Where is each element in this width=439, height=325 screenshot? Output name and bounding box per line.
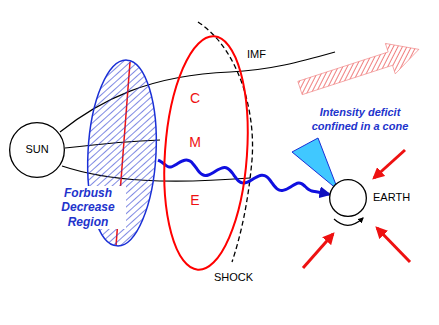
cosmic-ray-arrow: [377, 228, 410, 262]
earth-label: EARTH: [373, 191, 410, 204]
earth-circle: EARTH: [329, 179, 367, 217]
earth-circle-outline: [329, 179, 367, 217]
imf-label: IMF: [247, 48, 266, 62]
cme-ellipse-outline: [163, 34, 249, 272]
solar-wind-arrow: [295, 34, 424, 103]
cone-note: Intensity deficit confined in a cone: [300, 106, 420, 134]
rotation-arrow: [334, 218, 363, 225]
earth-circle: [330, 180, 367, 217]
sun-circle: SUN: [9, 122, 65, 178]
forbush-region: Forbush Decrease Region: [86, 58, 158, 248]
cme-letter: E: [185, 192, 205, 209]
region-label: Forbush Decrease Region: [50, 186, 126, 229]
cme-letter: C: [185, 90, 205, 107]
sun-circle: [10, 123, 65, 178]
shock-front: [198, 22, 253, 262]
cme-letter: M: [183, 134, 207, 151]
cosmic-ray-arrow: [303, 234, 333, 268]
cosmic-ray-arrow: [374, 150, 405, 178]
shock-label: SHOCK: [214, 271, 253, 285]
cme-ellipse: [157, 33, 255, 272]
cme-ellipse: C M E: [163, 34, 249, 272]
sun-label: SUN: [9, 143, 65, 156]
solar-wind-arrow: [295, 34, 424, 103]
